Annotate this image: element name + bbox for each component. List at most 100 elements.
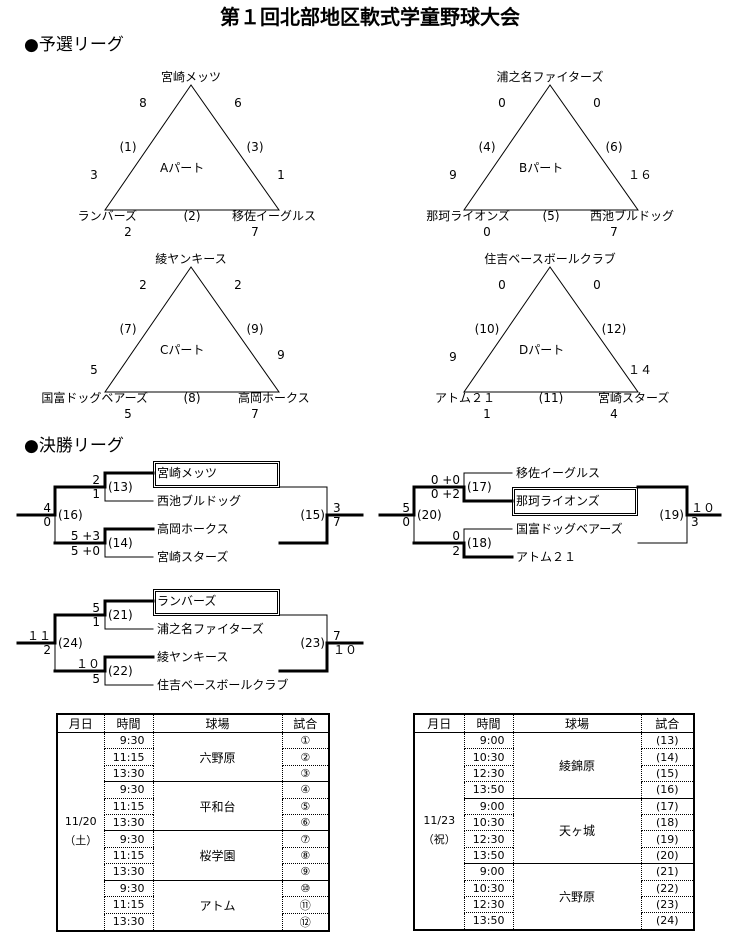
match-number: (23) (300, 636, 325, 650)
score: 0 (402, 515, 410, 529)
match-number: (6) (605, 140, 623, 154)
venue-cell: 平和台 (152, 781, 282, 832)
score: 7 (251, 407, 259, 421)
venue-cell: アトム (152, 880, 282, 931)
score: 0 (452, 529, 460, 543)
score: 5 (90, 363, 98, 377)
time-cell: 11:15 (103, 748, 153, 766)
match-cell: (15) (640, 765, 694, 783)
match-number: (17) (467, 480, 492, 494)
winner-box (153, 461, 280, 488)
match-cell: ⑫ (281, 913, 329, 932)
score: 4 (43, 501, 51, 515)
venue-cell: 綾錦原 (512, 732, 641, 799)
group-name: Bパート (519, 161, 564, 175)
score: 7 (333, 515, 341, 529)
team-left: ランバーズ (77, 209, 137, 223)
score: １０ (75, 657, 100, 671)
score: 0 (483, 225, 491, 239)
table-row: 10:30(18) (414, 814, 694, 832)
score: １０ (333, 643, 358, 657)
match-number: (5) (542, 209, 560, 223)
score: 2 (92, 473, 100, 487)
score: 8 (139, 96, 147, 110)
score: 4 (610, 407, 618, 421)
score: １６ (627, 168, 653, 182)
match-number: (2) (183, 209, 201, 223)
match-number: (18) (467, 536, 492, 550)
score: 1 (92, 615, 100, 629)
table-row: 12:30(19) (414, 830, 694, 848)
column-header: 月日 (56, 714, 104, 733)
score: 0 +2 (430, 487, 460, 501)
team-right: 高岡ホークス (238, 391, 310, 405)
match-number: (16) (58, 508, 83, 522)
score: 2 (234, 278, 242, 292)
time-cell: 13:50 (463, 912, 513, 931)
venue-cell: 六野原 (512, 863, 641, 930)
match-cell: ⑨ (281, 863, 329, 881)
match-number: (12) (601, 322, 627, 336)
score: １１ (26, 629, 51, 643)
team-name: 宮崎メッツ (157, 466, 218, 480)
date-cell: 11/23（祝） (413, 732, 464, 930)
match-cell: (20) (640, 847, 694, 865)
time-cell: 11:15 (103, 798, 153, 815)
team-name: 国富ドッグベアーズ (516, 522, 623, 536)
table-row: 12:30(15) (414, 765, 694, 783)
match-cell: (22) (640, 880, 694, 897)
team-name: 住吉ベースボールクラブ (157, 678, 289, 692)
score: 3 (333, 501, 341, 515)
match-cell: ⑥ (281, 814, 329, 832)
column-header: 試合 (640, 714, 694, 733)
time-cell: 13:30 (103, 863, 153, 881)
team-name: 宮崎スターズ (157, 550, 229, 564)
score: １０ (691, 501, 716, 515)
match-number: (22) (108, 664, 133, 678)
match-cell: (14) (640, 748, 694, 766)
date: 11/23 (423, 814, 456, 828)
score: 5 (124, 407, 132, 421)
score: 3 (90, 168, 98, 182)
score: 5 (92, 601, 100, 615)
match-number: (15) (300, 508, 325, 522)
match-number: (1) (119, 140, 137, 154)
table-row: 13:50(16) (414, 781, 694, 799)
score: 2 (452, 544, 460, 558)
match-cell: ③ (281, 765, 329, 783)
team-name: 西池ブルドッグ (157, 494, 242, 508)
team-top: 宮崎メッツ (160, 70, 222, 84)
score: 5 (402, 501, 410, 515)
match-cell: ① (281, 732, 329, 750)
score: 2 (124, 225, 132, 239)
league-triangle (463, 84, 639, 211)
score: 0 (593, 96, 601, 110)
score: 7 (610, 225, 618, 239)
venue-cell: 桜学園 (152, 830, 282, 881)
league-triangle (104, 84, 280, 211)
team-name: ランバーズ (157, 594, 217, 608)
column-header: 球場 (152, 714, 282, 733)
match-number: (19) (659, 508, 684, 522)
team-left: アトム２１ (434, 391, 495, 405)
time-cell: 10:30 (463, 880, 513, 897)
table-row: 13:30 ⑨ (57, 863, 329, 881)
table-row: 10:30(14) (414, 748, 694, 766)
page-title: 第１回北部地区軟式学童野球大会 (220, 5, 520, 29)
team-top: 住吉ベースボールクラブ (484, 252, 616, 266)
team-name: 浦之名ファイターズ (157, 622, 264, 636)
venue-cell: 六野原 (152, 732, 282, 783)
score: 7 (333, 629, 341, 643)
team-name: 移佐イーグルス (516, 466, 601, 480)
team-right: 移佐イーグルス (232, 209, 317, 223)
